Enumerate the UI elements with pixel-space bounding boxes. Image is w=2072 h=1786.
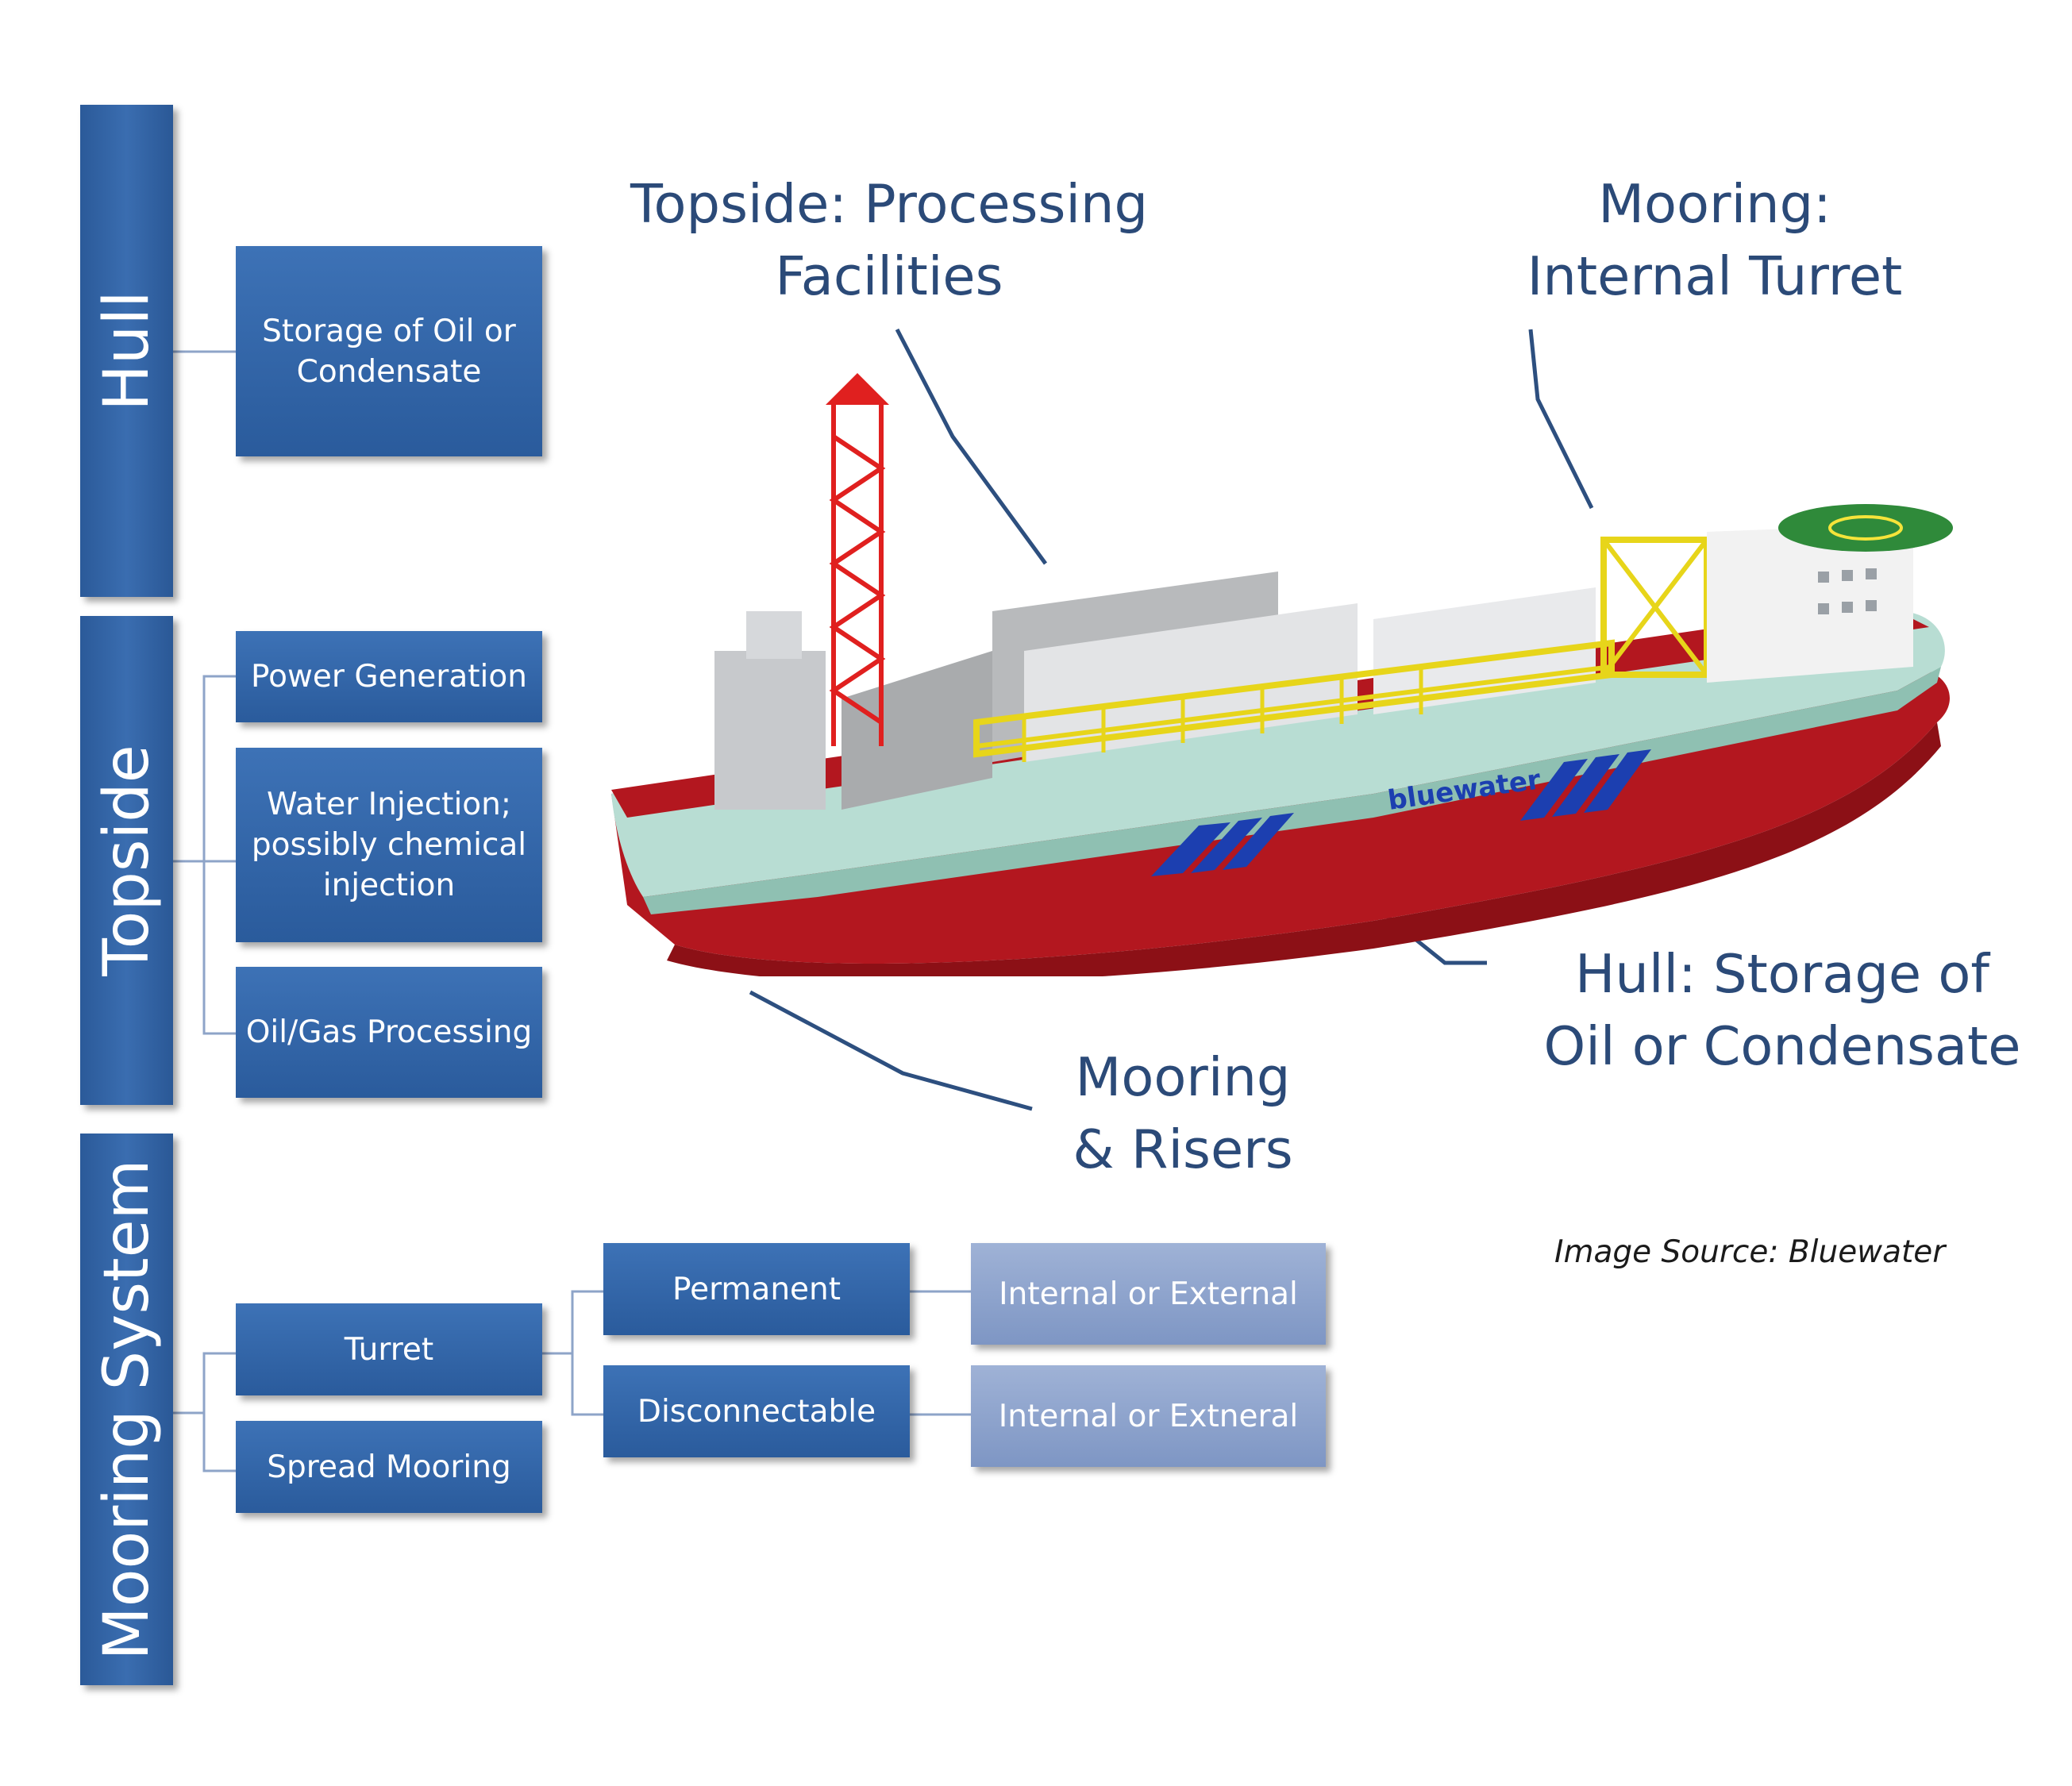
hull-callout-line1: Hull: Storage of bbox=[1575, 943, 1989, 1005]
topside-section-label: Topside bbox=[91, 745, 163, 976]
topside-callout-line2: Facilities bbox=[775, 245, 1003, 307]
disconnectable-box: Disconnectable bbox=[603, 1365, 910, 1457]
turret-box: Turret bbox=[236, 1303, 542, 1395]
fpso-ship-illustration: bluewater bbox=[611, 373, 1953, 976]
internal-external-box-1: Internal or External bbox=[971, 1243, 1326, 1345]
storage-box-label: Storage of Oil or Condensate bbox=[262, 313, 516, 390]
topside-callout-line1: Topside: Processing bbox=[630, 173, 1148, 235]
power-generation-box: Power Generation bbox=[236, 631, 542, 722]
internal-external-label-1: Internal or External bbox=[999, 1276, 1298, 1312]
water-injection-box: Water Injection; possibly chemical injec… bbox=[236, 748, 542, 942]
internal-external-box-2: Internal or Extneral bbox=[971, 1365, 1326, 1467]
disconnectable-label: Disconnectable bbox=[637, 1393, 876, 1430]
hull-section-label: Hull bbox=[91, 291, 163, 411]
turret-callout-line1: Mooring: bbox=[1598, 173, 1831, 235]
hull-callout-line2: Oil or Condensate bbox=[1543, 1015, 2021, 1077]
mooring-section-bar: Mooring System bbox=[80, 1134, 173, 1685]
image-source-caption: Image Source: Bluewater bbox=[1554, 1234, 1946, 1270]
spread-mooring-label: Spread Mooring bbox=[267, 1449, 511, 1485]
spread-mooring-box: Spread Mooring bbox=[236, 1421, 542, 1513]
internal-external-label-2: Internal or Extneral bbox=[998, 1398, 1299, 1434]
risers-callout-line1: Mooring bbox=[1075, 1046, 1291, 1108]
power-generation-label: Power Generation bbox=[251, 659, 527, 695]
oil-gas-processing-label: Oil/Gas Processing bbox=[245, 1014, 533, 1050]
hull-section-bar: Hull bbox=[80, 105, 173, 597]
storage-box: Storage of Oil or Condensate bbox=[236, 246, 542, 456]
oil-gas-processing-box: Oil/Gas Processing bbox=[236, 967, 542, 1098]
turret-label: Turret bbox=[344, 1331, 434, 1368]
water-injection-label: Water Injection; possibly chemical injec… bbox=[251, 787, 527, 903]
topside-section-bar: Topside bbox=[80, 616, 173, 1105]
hull-callout: Hull: Storage of Oil or Condensate bbox=[1536, 938, 2028, 1083]
turret-callout: Mooring: Internal Turret bbox=[1492, 168, 1937, 313]
risers-callout-line2: & Risers bbox=[1073, 1118, 1293, 1180]
permanent-label: Permanent bbox=[672, 1271, 842, 1307]
mooring-section-label: Mooring System bbox=[91, 1158, 163, 1661]
risers-callout: Mooring & Risers bbox=[1032, 1041, 1334, 1186]
turret-callout-line2: Internal Turret bbox=[1527, 245, 1903, 307]
permanent-box: Permanent bbox=[603, 1243, 910, 1335]
topside-callout: Topside: Processing Facilities bbox=[619, 168, 1159, 313]
